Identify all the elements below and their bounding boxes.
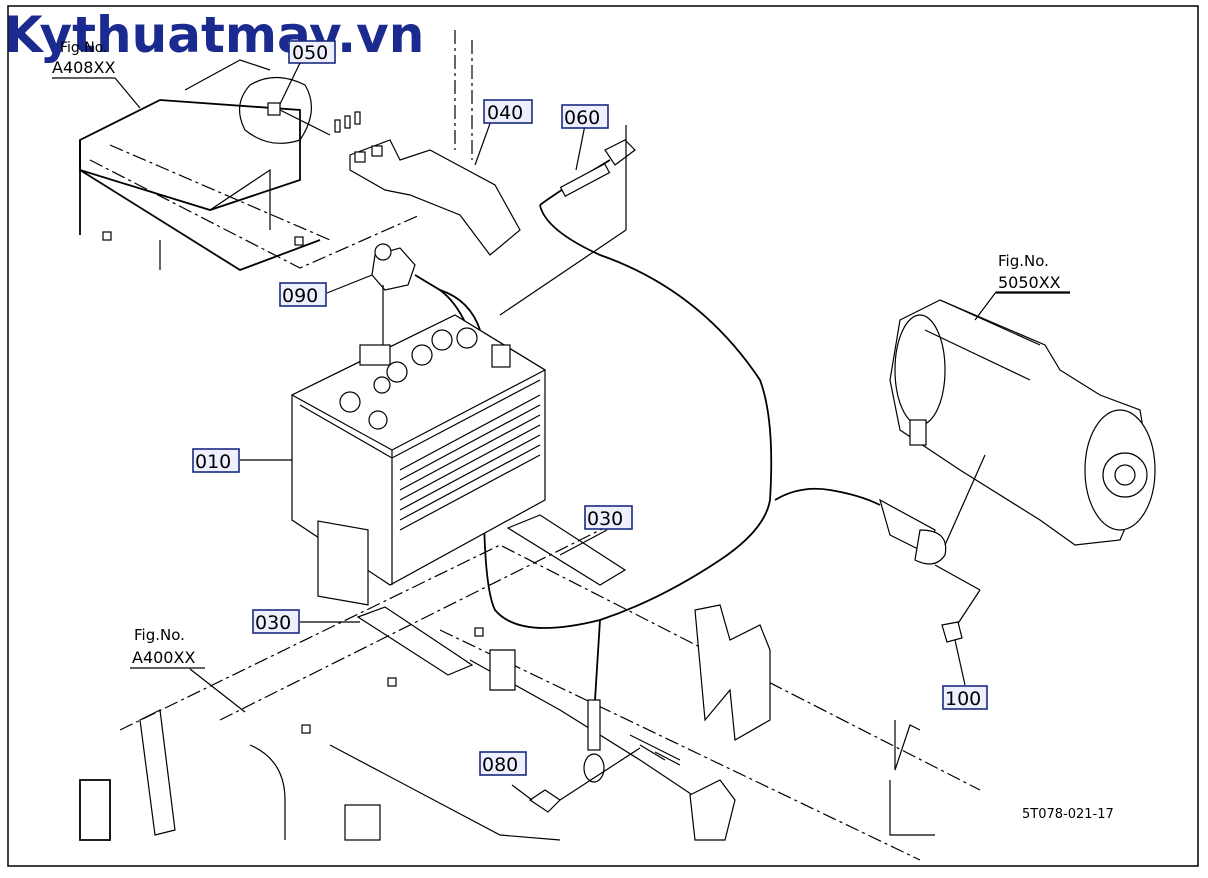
part-callout-030-lower[interactable]: 030 — [252, 609, 300, 634]
figure-ref-5050xx: Fig.No. 5050XX — [996, 252, 1070, 294]
part-callout-040[interactable]: 040 — [483, 99, 533, 124]
figure-ref-label: Fig.No. — [998, 252, 1049, 270]
part-number-label: 100 — [945, 688, 981, 710]
part-number-label: 030 — [255, 612, 291, 634]
cable-080-drawing — [511, 619, 641, 813]
part-number-label: 060 — [564, 107, 600, 129]
upper-frame-drawing — [79, 30, 473, 271]
part-number-label: 040 — [487, 102, 523, 124]
battery-010-drawing — [240, 314, 547, 606]
watermark-text: Kythuatmay.vn — [4, 6, 424, 64]
figure-ref-number: A400XX — [132, 648, 195, 667]
figure-ref-number: A408XX — [52, 58, 115, 77]
drawing-border — [7, 5, 1199, 867]
part-callout-100[interactable]: 100 — [942, 685, 988, 710]
figure-ref-label: Fig.No. — [134, 626, 185, 644]
drawing-code: 5T078-021-17 — [1022, 807, 1114, 822]
part-number-label: 090 — [282, 285, 318, 307]
bolt-050-detail — [239, 76, 361, 144]
cable-090-drawing — [326, 243, 481, 370]
figure-ref-label: Fig.No. — [60, 40, 108, 56]
part-callout-030-upper[interactable]: 030 — [584, 505, 633, 530]
part-number-label: 080 — [482, 754, 518, 776]
part-callout-010[interactable]: 010 — [192, 448, 240, 473]
figure-ref-a408xx: Fig.No. A408XX — [52, 40, 141, 109]
starter-motor-drawing — [889, 291, 1156, 546]
part-callout-090[interactable]: 090 — [279, 282, 327, 307]
figure-ref-number: 5050XX — [998, 273, 1061, 292]
part-number-label: 050 — [292, 42, 328, 64]
starter-cable-drawing — [774, 454, 986, 686]
lower-frame-drawing — [79, 519, 981, 861]
pad-030-drawing — [300, 514, 627, 676]
part-number-label: 030 — [587, 508, 623, 530]
part-callout-080[interactable]: 080 — [479, 751, 527, 776]
part-number-label: 010 — [195, 451, 231, 473]
figure-ref-a400xx: Fig.No. A400XX — [130, 626, 205, 669]
part-callout-060[interactable]: 060 — [561, 104, 609, 129]
part-callout-050[interactable]: 050 — [279, 40, 336, 105]
bracket-040-drawing — [349, 117, 521, 256]
